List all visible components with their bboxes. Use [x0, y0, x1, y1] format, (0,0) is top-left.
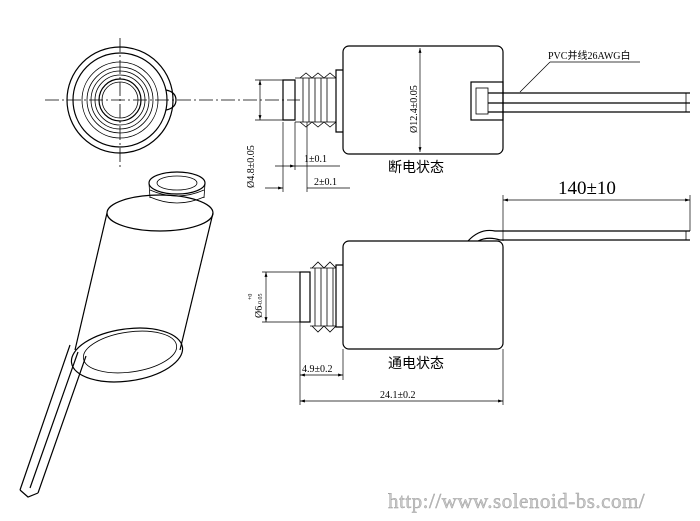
end-view: [45, 38, 300, 168]
side-view-on-state: [262, 195, 691, 405]
wire-spec-label: PVC并线26AWG白: [548, 49, 631, 62]
lead-length-label: 140±10: [558, 178, 616, 199]
neck-diameter-label: Ø4.8±0.05: [246, 145, 257, 188]
dim-1-label: 1±0.1: [304, 154, 327, 165]
body-diameter-label: Ø12.4±0.05: [409, 85, 420, 133]
on-state-caption: 通电状态: [388, 356, 444, 372]
plunger-diameter-label: Ø6: [254, 306, 265, 318]
dim-2-label: 2±0.1: [314, 177, 337, 188]
watermark-url: http://www.solenoid-bs.com/: [388, 489, 645, 513]
total-length-label: 24.1±0.2: [380, 390, 416, 401]
plunger-tol-lower: -0.05: [258, 294, 264, 307]
side-view-off-state: [255, 45, 690, 192]
stroke-dim-label: 4.9±0.2: [302, 364, 333, 375]
plunger-tol-upper: +0: [248, 294, 254, 300]
off-state-caption: 断电状态: [388, 160, 444, 176]
isometric-view: [19, 171, 214, 498]
